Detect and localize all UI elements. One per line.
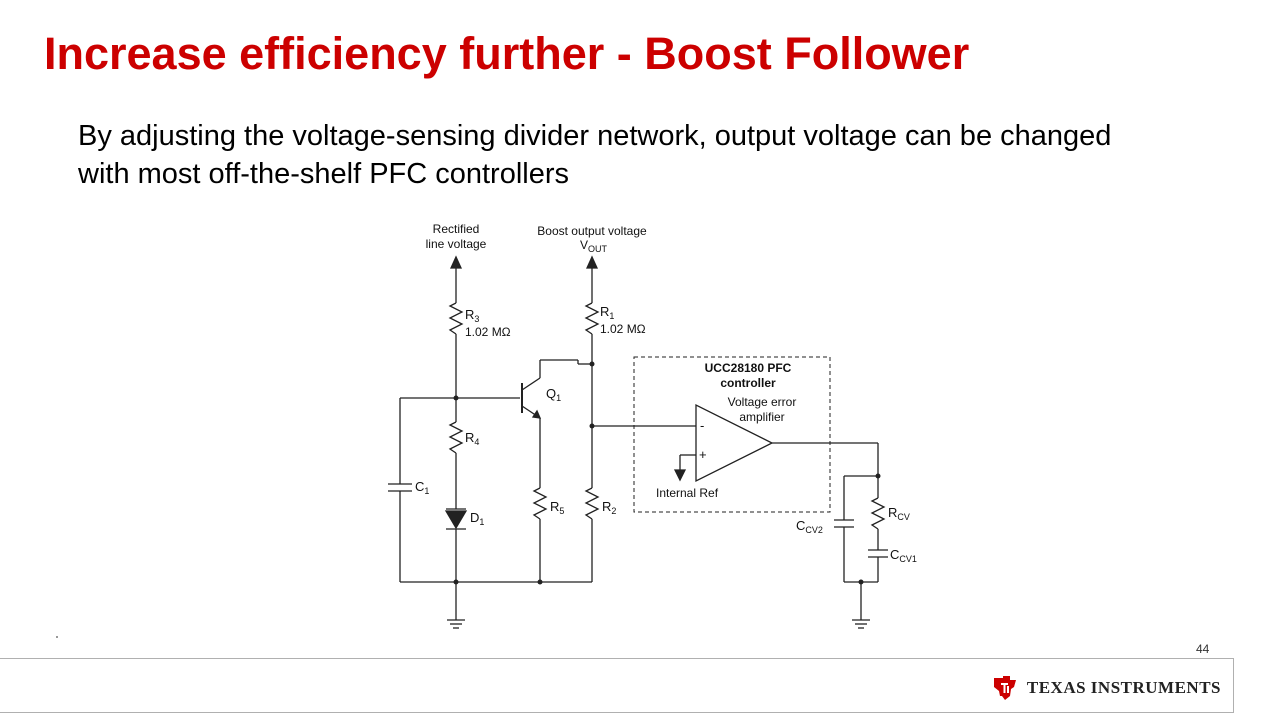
r4-label: R4: [465, 430, 479, 447]
r3-resistor: [448, 302, 464, 335]
amp-plus-label: +: [699, 447, 707, 462]
r1-value: 1.02 MΩ: [600, 322, 646, 336]
ti-logo-icon: [993, 676, 1016, 700]
boost-follower-schematic: Rectified line voltage Boost output volt…: [388, 222, 917, 629]
controller-label-line1: UCC28180 PFC: [705, 361, 792, 375]
r3-value: 1.02 MΩ: [465, 325, 511, 339]
q1-label: Q1: [546, 386, 561, 403]
d1-label: D1: [470, 510, 484, 527]
controller-box: [633, 356, 831, 513]
ti-logo: TEXAS INSTRUMENTS: [991, 675, 1221, 701]
rcv-resistor: [870, 497, 886, 530]
amp-label-line1: Voltage error: [728, 395, 797, 409]
r4-resistor: [448, 421, 464, 454]
d1-diode: [444, 510, 468, 530]
slide-subtitle: By adjusting the voltage-sensing divider…: [78, 120, 1112, 190]
internal-ref-label: Internal Ref: [656, 486, 719, 500]
vout-label: VOUT: [580, 238, 608, 254]
r5-resistor: [532, 487, 548, 520]
r5-label: R5: [550, 499, 564, 516]
r1-label: R1: [600, 304, 614, 321]
r2-resistor: [584, 487, 600, 520]
c1-label: C1: [415, 479, 429, 496]
error-amplifier: [695, 403, 774, 483]
ccv2-label: CCV2: [796, 518, 823, 535]
page-number: 44: [1196, 642, 1210, 656]
rectified-label-line2: line voltage: [426, 237, 487, 251]
controller-label-line2: controller: [720, 376, 776, 390]
amp-minus-label: -: [700, 418, 704, 433]
r1-resistor: [584, 302, 600, 335]
rcv-label: RCV: [888, 505, 910, 522]
slide-title: Increase efficiency further - Boost Foll…: [44, 28, 970, 79]
r2-label: R2: [602, 499, 616, 516]
footer-bar: TEXAS INSTRUMENTS: [0, 658, 1234, 713]
ti-logo-text: TEXAS INSTRUMENTS: [1026, 678, 1221, 697]
ccv1-label: CCV1: [890, 547, 917, 564]
decorative-dot: [56, 636, 58, 638]
amp-label-line2: amplifier: [739, 410, 784, 424]
r3-label: R3: [465, 307, 479, 324]
boost-output-label: Boost output voltage: [537, 224, 647, 238]
rectified-label-line1: Rectified: [433, 222, 480, 236]
